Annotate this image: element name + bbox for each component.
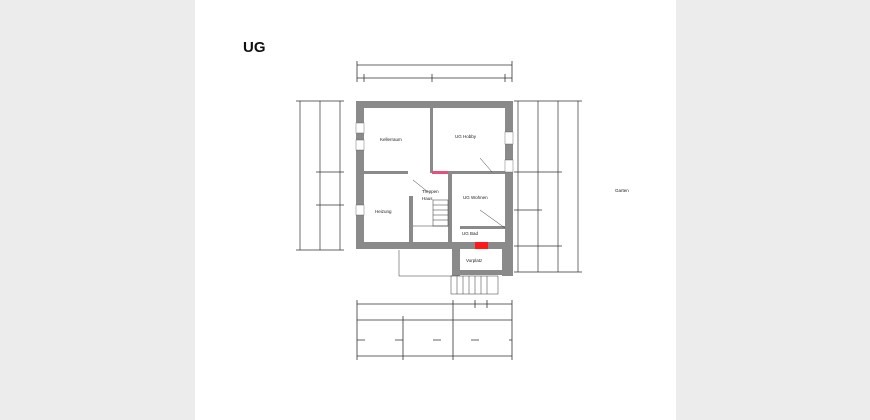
room-label-kellerraum: Kellerraum	[380, 137, 402, 142]
door-marker	[432, 171, 448, 174]
windows	[355, 122, 514, 216]
room-label-vorplatz: Vorplatz	[466, 258, 483, 263]
room-label-heizung: Heizung	[375, 209, 392, 214]
outside-label: Garten	[615, 188, 629, 193]
floor-title: UG	[243, 39, 266, 56]
room-label-treppen: Treppen	[422, 189, 439, 194]
walls	[356, 101, 513, 276]
room-label-ug-bad: UG Bad	[462, 231, 479, 236]
room-label-ug-wohnen: UG Wohnen	[463, 195, 488, 200]
room-label-ug-hobby: UG Hobby	[455, 134, 477, 139]
room-labels: Kellerraum UG Hobby Treppen Haus UG Wohn…	[375, 134, 629, 263]
dimension-lines	[296, 61, 582, 360]
bath-marker	[475, 242, 488, 249]
stairs	[398, 157, 506, 295]
room-label-haus: Haus	[422, 196, 433, 201]
